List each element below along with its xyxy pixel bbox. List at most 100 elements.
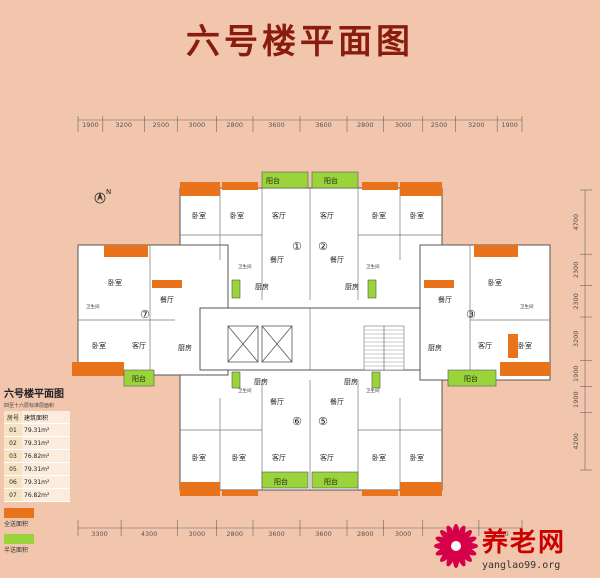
half-area-label: 半送面积 [4,547,29,554]
unit-no: 05 [4,462,22,476]
dining-room-label: 餐厅 [330,397,344,406]
elevator-core [227,325,293,363]
bedroom-label: 卧室 [488,278,502,287]
dimension-label: 1900 [501,121,518,129]
living-room-label: 客厅 [132,341,146,350]
bathroom-label: 卫生间 [366,263,380,270]
bedroom-label: 卧室 [372,453,386,462]
dining-room-label: 餐厅 [330,255,344,264]
kitchen-label: 厨房 [345,282,359,291]
dimension-label: 1900 [572,391,580,408]
dimension-label: 3200 [468,121,485,129]
dimension-label: 2300 [572,293,580,310]
kitchen-label: 厨房 [254,377,268,386]
logo-url: yanglao99.org [482,560,561,571]
unit-area: 79.31m² [22,423,70,437]
right-dimension-line: 4700 2300 2300 3200 1900 1900 4200 [572,189,592,471]
bedroom-label: 卧室 [372,211,386,220]
dimension-label: 3300 [91,530,108,538]
dimension-label: 4200 [572,433,580,450]
dimension-label: 4700 [572,214,580,231]
bedroom-label: 卧室 [230,211,244,220]
flower-logo-icon [434,524,478,568]
balcony-label: 阳台 [274,477,288,486]
dimension-label: 3600 [315,530,332,538]
dimension-label: 3300 [492,530,509,538]
dimension-label: 3000 [189,121,206,129]
bedroom-label: 卧室 [92,341,106,350]
balcony-label: 阳台 [266,176,280,185]
unit-number: ② [318,240,328,253]
dimension-label: 3600 [315,121,332,129]
unit-area: 76.82m² [22,488,70,502]
dimension-label: 2800 [357,530,374,538]
unit-no: 02 [4,436,22,450]
bedroom-label: 卧室 [108,278,122,287]
dimension-label: 2800 [226,530,243,538]
balcony-label: 阳台 [132,374,146,383]
kitchen-label: 厨房 [344,377,358,386]
header-area: 建筑面积 [22,411,70,424]
site-logo: 养老网 yanglao99.org [430,518,600,578]
unit-area: 79.31m² [22,475,70,489]
bathroom-label: 卫生间 [86,303,100,310]
dining-room-label: 餐厅 [438,295,452,304]
living-room-label: 客厅 [272,211,286,220]
page-title: 六号楼平面图 [186,22,414,62]
dimension-label: 3000 [189,530,206,538]
balcony-label: 阳台 [464,374,478,383]
full-area-label: 全送面积 [4,521,29,528]
unit-number: ③ [466,308,476,321]
bathroom-label: 卫生间 [238,387,252,394]
unit-no: 03 [4,449,22,463]
dimension-label: 1900 [82,121,99,129]
dimension-label: 3000 [395,121,412,129]
unit-area: 76.82m² [22,449,70,463]
dimension-label: 3600 [268,121,285,129]
logo-text: 养老网 [482,528,567,558]
unit-no: 07 [4,488,22,502]
dimension-label: 2300 [572,262,580,279]
building-walls [77,187,551,491]
bottom-dimension-line: 3300430030002800360036002800300043003300 [77,520,523,538]
unit-number: ⑦ [140,308,150,321]
north-arrow-icon: N [94,188,111,204]
table-header-row: 房号 建筑面积 [4,411,70,424]
dimension-label: 3200 [115,121,132,129]
unit-area: 79.31m² [22,462,70,476]
legend-title: 六号楼平面图 [4,389,64,400]
unit-area: 79.31m² [22,436,70,450]
unit-no: 01 [4,423,22,437]
living-room-label: 客厅 [320,211,334,220]
bathroom-label: 卫生间 [520,303,534,310]
legend-subtitle: 四至十六层标准层面积 [4,403,55,409]
half-area-swatch [4,534,34,544]
balcony-label: 阳台 [324,176,338,185]
dimension-label: 3200 [572,331,580,348]
interior-walls [78,188,550,490]
living-room-label: 客厅 [320,453,334,462]
dimension-label: 2800 [357,121,374,129]
bedroom-label: 卧室 [192,211,206,220]
dimension-label: 2500 [153,121,170,129]
full-area-bays [72,182,550,496]
bedroom-label: 卧室 [410,211,424,220]
bedroom-label: 卧室 [518,341,532,350]
dimension-label: 1900 [572,365,580,382]
unit-no: 06 [4,475,22,489]
dimension-label: 3600 [268,530,285,538]
dining-room-label: 餐厅 [270,397,284,406]
stairwell [363,325,405,371]
unit-number: ⑥ [292,415,302,428]
bedroom-label: 卧室 [192,453,206,462]
dimension-label: 2800 [226,121,243,129]
balcony-label: 阳台 [324,477,338,486]
half-area-balconies [123,171,497,489]
